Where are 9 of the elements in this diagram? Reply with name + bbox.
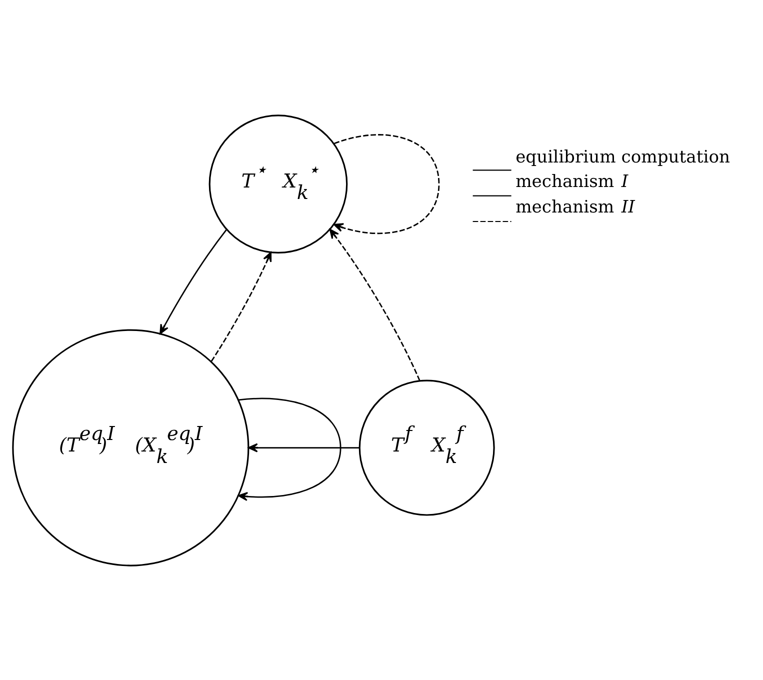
arrow [334, 134, 440, 234]
arrow [210, 251, 272, 362]
arrow [160, 228, 228, 334]
legend-label: mechanism II [516, 197, 635, 218]
arrow [248, 442, 360, 452]
arrow [238, 397, 342, 501]
legend-label: equilibrium computation [516, 146, 730, 167]
legend-label: mechanism I [516, 172, 628, 192]
arrow [329, 228, 420, 380]
